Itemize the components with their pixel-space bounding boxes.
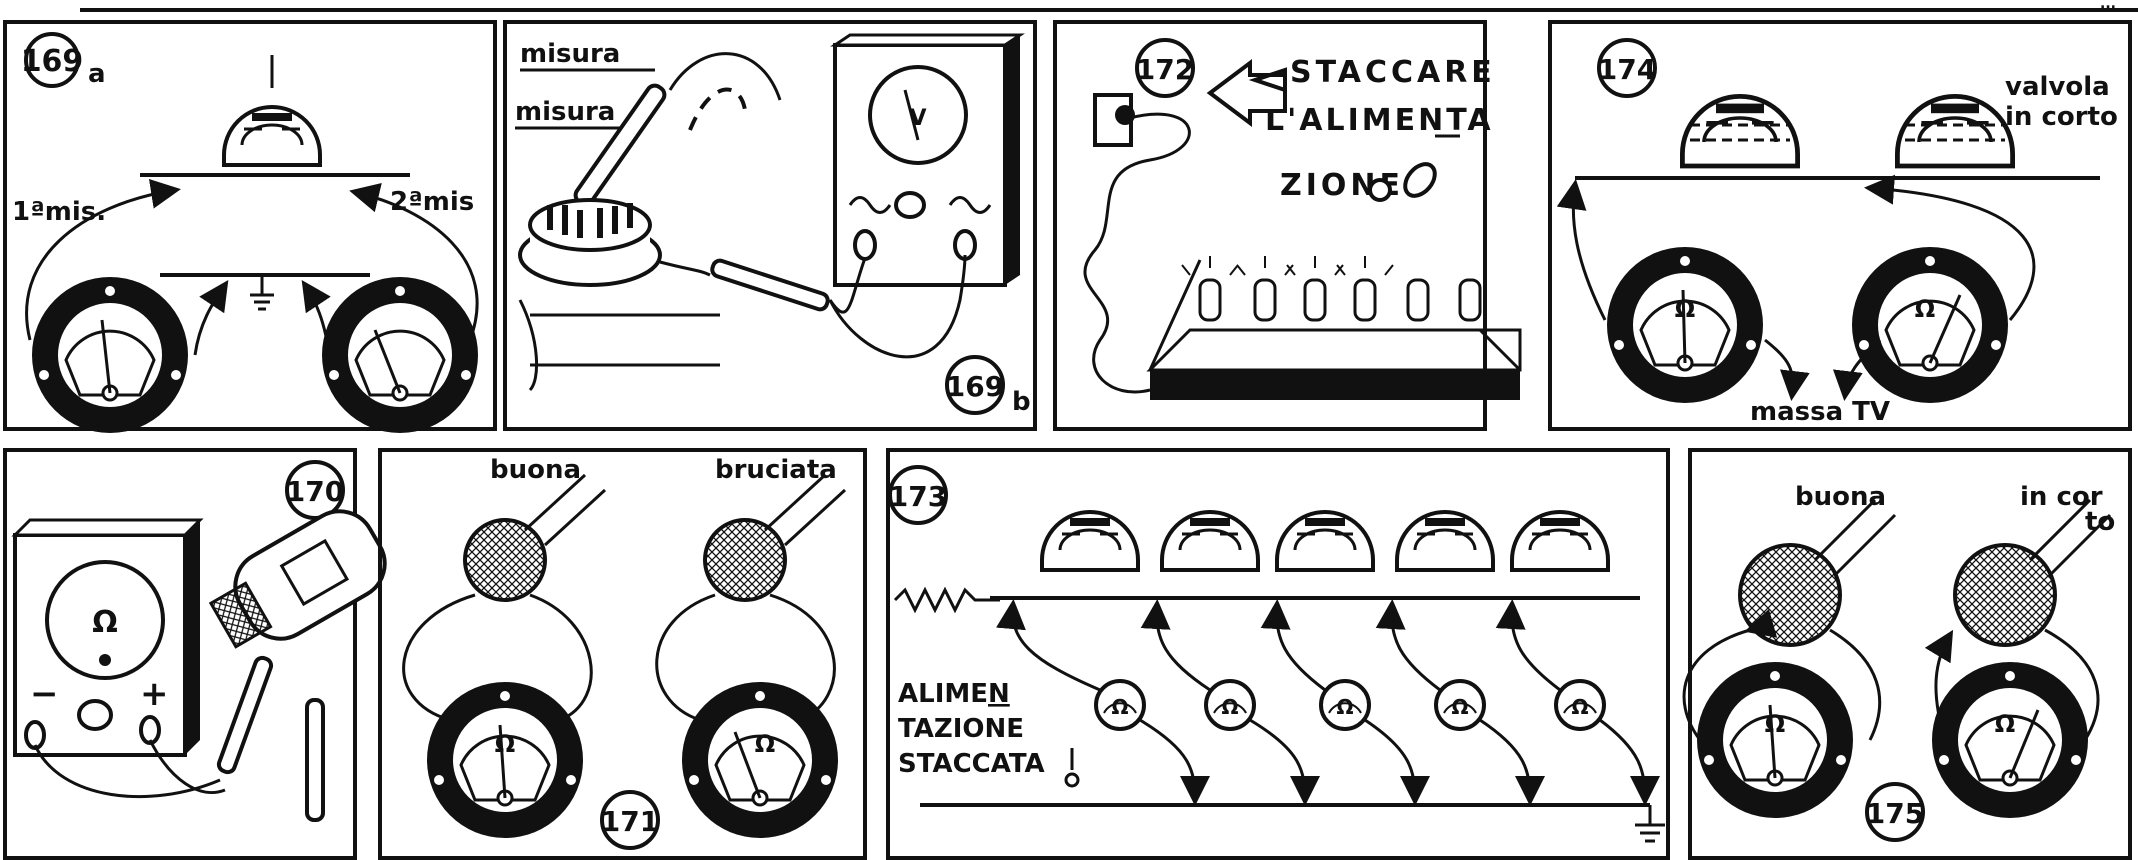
label-shorted: in corto [2005, 102, 2118, 132]
ohmmeter-1-icon: Ω [1607, 247, 1763, 403]
corner-mark: ... [2100, 0, 2116, 12]
svg-text:Ω: Ω [1336, 695, 1353, 719]
label-valve: valvola [2005, 72, 2110, 102]
label-first-measure: 1ªmis. [12, 197, 106, 227]
tube-socket-icon [520, 200, 660, 285]
panel-number: 172 [1136, 53, 1194, 86]
ohmmeter-box-icon: Ω − + [15, 520, 200, 755]
number-bubble: 173 [889, 467, 947, 523]
label-good: buona [490, 455, 581, 485]
meter-letter: Ω [495, 730, 515, 758]
svg-text:Ω: Ω [1451, 695, 1468, 719]
meter-1-icon [32, 277, 188, 433]
valve-c-icon [1277, 512, 1373, 570]
svg-text:Ω: Ω [1221, 695, 1238, 719]
meter-letter: Ω [92, 605, 118, 640]
minus-terminal-label: − [30, 674, 59, 714]
valve-2-icon [1897, 96, 2012, 166]
meter-letter: Ω [1915, 295, 1935, 323]
valve-b-icon [1162, 512, 1258, 570]
tube-base-short-icon [1955, 545, 2055, 645]
ohmmeter-burnt-icon: Ω [682, 682, 838, 838]
instruction-line-2: L'ALIMENTA [1265, 103, 1494, 138]
resistor-icon [895, 590, 1000, 610]
panel-number: 173 [889, 480, 947, 513]
ohmmeter-good-icon: Ω [1697, 662, 1853, 818]
svg-text:Ω: Ω [1111, 695, 1128, 719]
panel-number: 170 [286, 475, 344, 508]
panel-number: 169 [946, 370, 1004, 403]
glass-tube-icon [201, 499, 398, 664]
panel-175: buona in cor to Ω Ω 175 [1684, 450, 2130, 858]
valve-icon [224, 107, 320, 165]
valve-a-icon [1042, 512, 1138, 570]
label-power-line1: ALIMEN [898, 679, 1010, 709]
label-short-2: to [2085, 507, 2115, 537]
label-measure-bottom: misura [515, 97, 615, 127]
voltmeter-icon: V [835, 35, 1020, 285]
panel-suffix: a [88, 59, 106, 89]
number-bubble: 169 b [946, 357, 1031, 417]
label-tv-ground: massa TV [1750, 397, 1890, 427]
valve-1-icon [1682, 96, 1797, 166]
label-power-line2: TAZIONE [898, 714, 1024, 744]
svg-text:Ω: Ω [1571, 695, 1588, 719]
panel-169b: misura misura V [505, 22, 1035, 429]
number-bubble: 169 a [21, 34, 106, 89]
valve-row-icon [1182, 256, 1480, 320]
power-plug-icon [1095, 95, 1135, 145]
meter-letter: Ω [1995, 710, 2015, 738]
label-second-measure: 2ªmis [390, 187, 474, 217]
meter-letter: Ω [1765, 710, 1785, 738]
probe-2-icon [710, 259, 829, 311]
number-bubble: 175 [1866, 784, 1924, 840]
panel-174: 174 valvola in corto Ω Ω massa TV [1550, 22, 2130, 429]
plus-terminal-label: + [140, 674, 169, 714]
tube-base-burnt-icon [705, 520, 785, 600]
ohmmeter-row-icon: Ω Ω Ω Ω Ω [1096, 681, 1604, 729]
number-bubble: 171 [601, 792, 659, 848]
instruction-line-1: STACCARE [1290, 55, 1496, 90]
valve-d-icon [1397, 512, 1493, 570]
label-good: buona [1795, 482, 1886, 512]
panel-170: 170 Ω − + [5, 450, 397, 858]
meter-letter: Ω [1675, 295, 1695, 323]
meter-2-icon [322, 277, 478, 433]
number-bubble: 172 [1136, 40, 1194, 96]
ohmmeter-short-icon: Ω [1932, 662, 2088, 818]
panel-number: 171 [601, 805, 659, 838]
ohmmeter-good-icon: Ω [427, 682, 583, 838]
number-bubble: 174 [1598, 40, 1656, 96]
ohmmeter-2-icon: Ω [1852, 247, 2008, 403]
meter-letter: Ω [755, 730, 775, 758]
panel-suffix: b [1012, 387, 1031, 417]
ground-symbol [250, 275, 274, 309]
panel-number: 169 [21, 44, 84, 79]
panel-169a: 169 a 1ªmis. 2ªmis [5, 22, 495, 433]
panel-number: 174 [1598, 53, 1656, 86]
tube-base-good-icon [465, 520, 545, 600]
meter-letter: V [909, 106, 926, 131]
panel-number: 175 [1866, 797, 1924, 830]
label-measure-top: misura [520, 39, 620, 69]
panel-173: 173 Ω Ω Ω Ω Ω ALIMEN TAZIONE STACCATA [888, 450, 1668, 858]
valve-e-icon [1512, 512, 1608, 570]
panel-172: 172 STACCARE L'ALIMENTA ZIONE [1055, 22, 1520, 429]
tube-base-good-icon [1740, 545, 1840, 645]
panel-171: buona bruciata Ω Ω 171 [380, 450, 865, 858]
ground-symbol [1635, 805, 1665, 841]
label-power-line3: STACCATA [898, 749, 1045, 779]
